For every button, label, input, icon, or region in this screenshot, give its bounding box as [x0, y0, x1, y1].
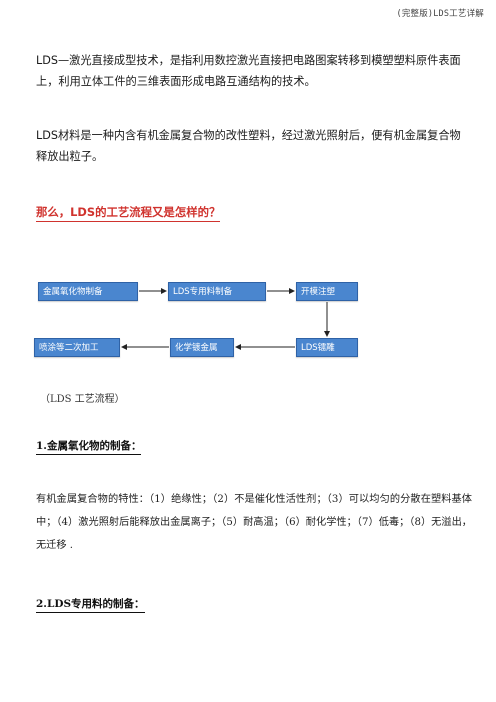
flow-step-6: 喷涂等二次加工 — [34, 338, 120, 357]
flow-step-4: LDS镭雕 — [296, 338, 358, 357]
flow-step-5: 化学镀金属 — [170, 338, 234, 357]
flowchart-caption: （LDS 工艺流程） — [40, 394, 125, 405]
intro-paragraph-2: LDS材料是一种内含有机金属复合物的改性塑料，经过激光照射后，便有机金属复合物释… — [36, 129, 461, 163]
flow-step-2: LDS专用料制备 — [168, 282, 266, 301]
intro-paragraph-1: LDS—激光直接成型技术，是指利用数控激光直接把电路图案转移到模塑塑料原件表面上… — [36, 54, 461, 88]
flow-step-3: 开模注塑 — [296, 282, 358, 301]
section-1-body: 有机金属复合物的特性：（1）绝缘性；（2）不是催化性活性剂；（3）可以均匀的分散… — [36, 494, 472, 551]
process-flowchart: 金属氧化物制备 LDS专用料制备 开模注塑 LDS镭雕 化学镀金属 喷涂等二次加… — [20, 268, 360, 378]
section-1-heading: 1.金属氧化物的制备： — [36, 438, 142, 455]
flow-arrows — [121, 288, 330, 350]
flow-step-1: 金属氧化物制备 — [38, 282, 138, 301]
document-header: (完整版)LDS工艺详解 — [396, 9, 484, 19]
process-question: 那么，LDS的工艺流程又是怎样的？ — [36, 204, 221, 222]
section-2-heading: 2.LDS专用料的制备： — [36, 596, 145, 613]
